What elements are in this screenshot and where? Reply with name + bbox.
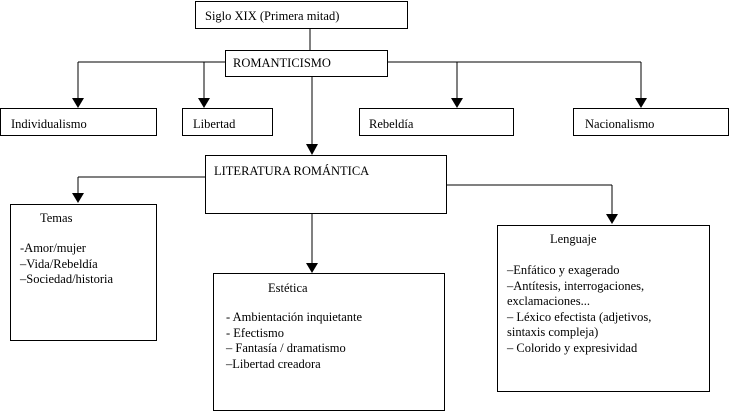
temas-box: Temas -Amor/mujer –Vida/Rebeldía –Socied… — [10, 204, 157, 341]
lenguaje-list: –Enfático y exagerado –Antítesis, interr… — [507, 263, 651, 356]
nacionalismo-label: Nacionalismo — [585, 117, 655, 131]
temas-item: –Sociedad/historia — [20, 272, 114, 286]
arrowhead-estetica — [306, 263, 318, 273]
lenguaje-item: – Léxico efectista (adjetivos, sintaxis … — [507, 309, 652, 340]
temas-title: Temas — [40, 211, 73, 225]
lenguaje-item: –Enfático y exagerado — [507, 263, 620, 277]
movement-box: ROMANTICISMO — [225, 50, 388, 77]
arrowhead-literatura — [306, 144, 318, 155]
estetica-item: –Libertad creadora — [226, 356, 321, 371]
estetica-item: – Fantasía / dramatismo — [226, 341, 346, 355]
libertad-box: Libertad — [182, 108, 273, 136]
individualismo-box: Individualismo — [0, 108, 157, 136]
temas-item: –Vida/Rebeldía — [20, 256, 98, 271]
arrowhead-lenguaje — [606, 214, 618, 224]
arrowhead-rebeldia — [451, 98, 463, 108]
lenguaje-item: – Colorido y expresividad — [507, 340, 638, 355]
literatura-label: LITERATURA ROMÁNTICA — [214, 164, 370, 178]
estetica-item: - Ambientación inquietante — [226, 310, 363, 324]
arrowhead-temas — [72, 193, 84, 203]
estetica-item: - Efectismo — [226, 325, 284, 340]
rebeldia-box: Rebeldía — [359, 108, 514, 136]
rebeldia-label: Rebeldía — [369, 117, 414, 131]
literatura-box: LITERATURA ROMÁNTICA — [205, 155, 447, 214]
temas-list: -Amor/mujer –Vida/Rebeldía –Sociedad/his… — [20, 241, 113, 288]
estetica-box: Estética - Ambientación inquietante - Ef… — [213, 273, 445, 411]
arrowhead-individualismo — [72, 98, 84, 108]
nacionalismo-box: Nacionalismo — [573, 108, 729, 136]
movement-label: ROMANTICISMO — [233, 56, 331, 70]
lenguaje-box: Lenguaje –Enfático y exagerado –Antítesi… — [497, 225, 710, 392]
period-label: Siglo XIX (Primera mitad) — [205, 9, 340, 23]
arrowhead-nacionalismo — [635, 98, 647, 108]
lenguaje-item: –Antítesis, interrogaciones, exclamacion… — [507, 278, 645, 309]
temas-item: -Amor/mujer — [20, 241, 86, 255]
libertad-label: Libertad — [193, 117, 236, 131]
individualismo-label: Individualismo — [11, 117, 87, 131]
period-box: Siglo XIX (Primera mitad) — [195, 1, 408, 29]
estetica-title: Estética — [268, 281, 308, 295]
arrowhead-libertad — [198, 98, 210, 108]
estetica-list: - Ambientación inquietante - Efectismo –… — [226, 310, 362, 372]
lenguaje-title: Lenguaje — [550, 232, 597, 246]
